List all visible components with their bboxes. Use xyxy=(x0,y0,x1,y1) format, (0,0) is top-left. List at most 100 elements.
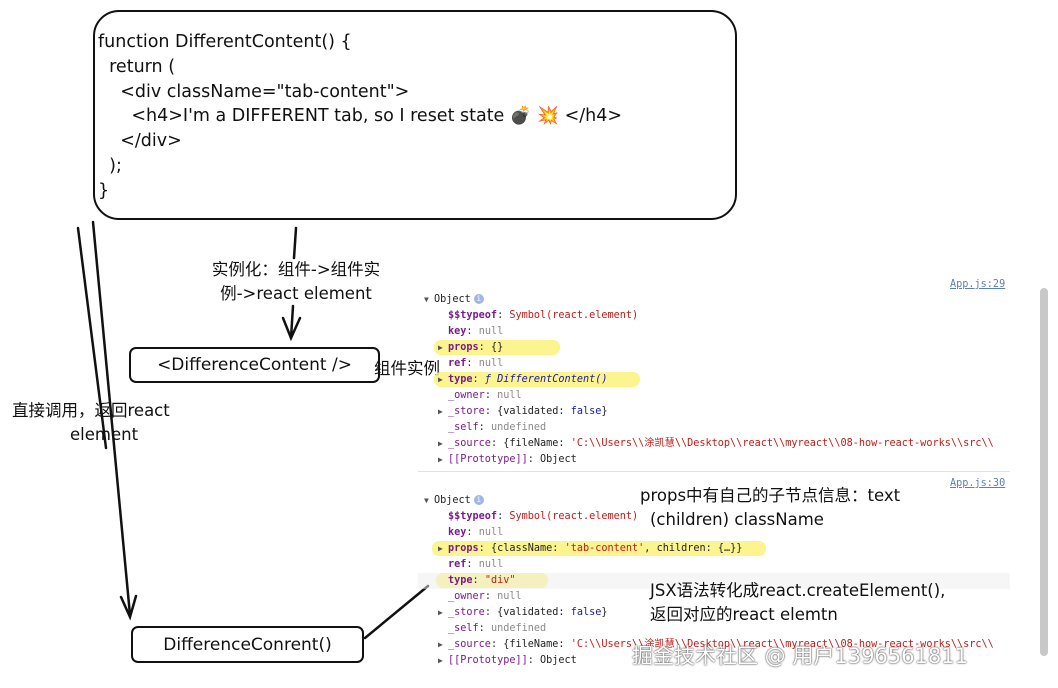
watermark: 掘金技术社区 @ 用户1396561811 xyxy=(632,644,968,668)
value: Object xyxy=(540,454,577,465)
instantiate-label-line2: 例->react element xyxy=(220,284,372,303)
difference-content-tag-text: <DifferenceContent /> xyxy=(157,355,352,375)
component-instance-label: 组件实例 xyxy=(374,359,440,378)
expand-right-icon: ▶ xyxy=(438,608,443,617)
instantiate-label: 实例化：组件->组件实 例->react element xyxy=(196,258,396,306)
obj1-prototype[interactable]: ▶[[Prototype]]: Object xyxy=(438,454,577,465)
value: null xyxy=(497,390,522,401)
difference-conrent-call: DifferenceConrent() xyxy=(131,626,364,663)
value-str: 'tab-content' xyxy=(564,543,645,554)
props-note-line1: props中有自己的子节点信息：text xyxy=(640,486,901,505)
obj1-title: Object xyxy=(434,294,471,305)
expand-right-icon: ▶ xyxy=(438,656,443,665)
obj2-self: _self: undefined xyxy=(448,623,547,634)
info-icon: i xyxy=(473,294,484,304)
console-separator xyxy=(418,471,1010,472)
key: key xyxy=(448,527,467,538)
obj2-source[interactable]: ▶_source: {fileName: 'C:\\Users\\涂凯慧\\De… xyxy=(438,639,994,650)
value-bool: false xyxy=(570,406,602,417)
code-line: </div> xyxy=(98,131,182,152)
props-note: props中有自己的子节点信息：text (children) classNam… xyxy=(640,484,900,532)
expand-right-icon: ▶ xyxy=(438,544,443,553)
code-line: ); xyxy=(98,155,122,176)
obj1-self: _self: undefined xyxy=(448,422,547,433)
obj2-props[interactable]: ▶props: {className: 'tab-content', child… xyxy=(438,543,743,554)
key: key xyxy=(448,326,467,337)
obj2-ref: ref: null xyxy=(448,559,504,570)
obj1-store[interactable]: ▶_store: {validated: false} xyxy=(438,406,608,417)
key: type xyxy=(448,374,473,385)
value: Symbol(react.element) xyxy=(509,511,639,522)
value: null xyxy=(497,591,522,602)
highlight-props-1 xyxy=(434,340,560,355)
value: null xyxy=(478,326,504,337)
obj1-type[interactable]: ▶type: ƒ DifferentContent() xyxy=(438,374,608,385)
direct-call-label-line1: 直接调用，返回react xyxy=(12,401,170,420)
direct-call-label: 直接调用，返回react element xyxy=(12,399,212,447)
obj2-type: type: "div" xyxy=(448,575,516,586)
obj1-owner: _owner: null xyxy=(448,390,522,401)
obj2-owner: _owner: null xyxy=(448,591,522,602)
key: [[Prototype]] xyxy=(448,454,528,465)
console-scrollbar[interactable] xyxy=(1040,288,1048,656)
key: _store xyxy=(448,607,485,618)
row-band-type-2 xyxy=(418,573,1010,589)
expand-right-icon: ▶ xyxy=(438,640,443,649)
value: Object xyxy=(540,655,577,666)
jsx-note: JSX语法转化成react.createElement(), 返回对应的reac… xyxy=(650,579,945,627)
obj2-typeof: $$typeof: Symbol(react.element) xyxy=(448,511,639,522)
obj2-prototype[interactable]: ▶[[Prototype]]: Object xyxy=(438,655,577,666)
obj1-ref: ref: null xyxy=(448,358,504,369)
expand-right-icon: ▶ xyxy=(438,375,443,384)
key: _source xyxy=(448,639,491,650)
expand-right-icon: ▶ xyxy=(438,455,443,464)
value-str: 'C:\\Users\\涂凯慧\\Desktop\\react\\myreact… xyxy=(570,639,994,650)
value-close: } xyxy=(601,406,608,417)
code-line: return ( xyxy=(98,56,176,77)
info-icon: i xyxy=(473,495,484,505)
value: {fileName: xyxy=(503,438,571,449)
jsx-note-line2: 返回对应的react elemtn xyxy=(650,605,838,624)
code-line: <div className="tab-content"> xyxy=(98,81,410,102)
source-link-2[interactable]: App.js:30 xyxy=(950,478,1006,489)
obj1-source[interactable]: ▶_source: {fileName: 'C:\\Users\\涂凯慧\\De… xyxy=(438,438,994,449)
obj2-title: Object xyxy=(434,495,471,506)
value: null xyxy=(478,358,504,369)
value-close: } xyxy=(601,607,608,618)
direct-call-arrow xyxy=(76,220,138,621)
expand-down-icon: ▼ xyxy=(424,295,429,304)
highlight-props-2 xyxy=(432,541,766,556)
difference-conrent-call-text: DifferenceConrent() xyxy=(163,634,332,655)
obj1-key: key: null xyxy=(448,326,504,337)
expand-right-icon: ▶ xyxy=(438,407,443,416)
obj1-typeof: $$typeof: Symbol(react.element) xyxy=(448,310,639,321)
value: undefined xyxy=(490,623,547,634)
props-note-line2: (children) className xyxy=(650,510,824,529)
key: _store xyxy=(448,406,485,417)
direct-call-label-line2: element xyxy=(70,425,139,444)
expand-right-icon: ▶ xyxy=(438,439,443,448)
value: undefined xyxy=(490,422,547,433)
key: $$typeof xyxy=(448,310,498,321)
value: {} xyxy=(490,342,504,353)
key: _source xyxy=(448,438,491,449)
key: props xyxy=(448,342,479,353)
difference-content-tag: <DifferenceContent /> xyxy=(129,347,380,383)
key: ref xyxy=(448,559,467,570)
value-bool: false xyxy=(570,607,602,618)
jsx-note-line1: JSX语法转化成react.createElement(), xyxy=(650,581,946,600)
value-close: , children: {…}} xyxy=(644,543,743,554)
key: ref xyxy=(448,358,467,369)
value: "div" xyxy=(484,575,516,586)
obj2-store[interactable]: ▶_store: {validated: false} xyxy=(438,607,608,618)
obj1-props[interactable]: ▶props: {} xyxy=(438,342,504,353)
key: type xyxy=(448,575,473,586)
instantiate-label-line1: 实例化：组件->组件实 xyxy=(211,260,381,279)
key: [[Prototype]] xyxy=(448,655,528,666)
key: _owner xyxy=(448,591,485,602)
source-link-1[interactable]: App.js:29 xyxy=(950,279,1006,290)
